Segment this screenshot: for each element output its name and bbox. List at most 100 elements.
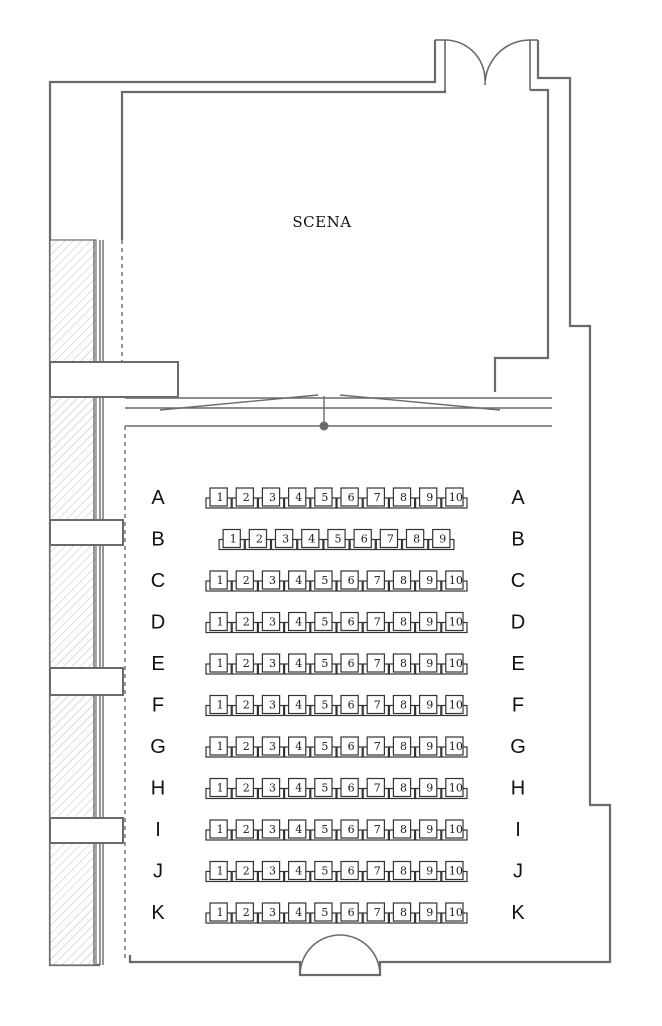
seat[interactable]: 6	[336, 777, 363, 800]
seat[interactable]: 7	[362, 902, 390, 924]
seat[interactable]: 8	[388, 570, 416, 592]
seat[interactable]: 1	[205, 902, 232, 924]
seat[interactable]: 4	[284, 487, 311, 509]
seat[interactable]: 6	[336, 653, 363, 675]
seat[interactable]: 10	[441, 694, 468, 717]
seat[interactable]: 5	[310, 736, 337, 758]
seat[interactable]: 9	[415, 736, 442, 758]
seat[interactable]: 5	[310, 611, 337, 634]
seat[interactable]: 4	[297, 528, 324, 551]
seat[interactable]: 1	[205, 487, 232, 509]
seat[interactable]: 6	[336, 902, 363, 924]
seat[interactable]: 8	[388, 694, 416, 717]
seat[interactable]: 6	[336, 611, 363, 634]
seat[interactable]: 8	[388, 777, 416, 800]
seat[interactable]: 1	[205, 694, 232, 717]
seat[interactable]: 2	[231, 653, 258, 675]
seat[interactable]: 6	[336, 694, 363, 717]
seat[interactable]: 7	[362, 694, 390, 717]
seat[interactable]: 9	[415, 819, 442, 841]
seat[interactable]: 7	[362, 487, 390, 509]
seat[interactable]: 10	[441, 570, 468, 592]
seat[interactable]: 2	[244, 528, 272, 551]
seat[interactable]: 2	[231, 777, 258, 800]
seat[interactable]: 3	[257, 777, 285, 800]
seat[interactable]: 4	[284, 570, 311, 592]
seat[interactable]: 2	[231, 736, 258, 758]
seat[interactable]: 6	[336, 487, 363, 509]
seat[interactable]: 10	[441, 653, 468, 675]
seat[interactable]: 7	[362, 653, 390, 675]
seat[interactable]: 5	[310, 487, 337, 509]
seat[interactable]: 1	[205, 653, 232, 675]
seat[interactable]: 3	[257, 694, 285, 717]
seat[interactable]: 1	[205, 570, 232, 592]
seat[interactable]: 8	[401, 528, 429, 551]
seat[interactable]: 6	[336, 570, 363, 592]
seat[interactable]: 7	[362, 736, 390, 758]
seat[interactable]: 5	[310, 860, 337, 883]
seat[interactable]: 9	[415, 487, 442, 509]
seat[interactable]: 2	[231, 902, 258, 924]
seat[interactable]: 1	[205, 611, 232, 634]
seat[interactable]: 6	[336, 736, 363, 758]
seat[interactable]: 3	[257, 902, 285, 924]
seat[interactable]: 9	[415, 611, 442, 634]
seat[interactable]: 10	[441, 611, 468, 634]
seat[interactable]: 2	[231, 819, 258, 841]
seat[interactable]: 1	[205, 860, 232, 883]
seat[interactable]: 9	[415, 777, 442, 800]
seat[interactable]: 9	[415, 902, 442, 924]
seat[interactable]: 4	[284, 736, 311, 758]
seat[interactable]: 9	[415, 570, 442, 592]
seat[interactable]: 9	[415, 694, 442, 717]
seat[interactable]: 8	[388, 653, 416, 675]
seat[interactable]: 3	[257, 736, 285, 758]
seat[interactable]: 4	[284, 819, 311, 841]
seat[interactable]: 10	[441, 902, 468, 924]
seat[interactable]: 2	[231, 570, 258, 592]
seat[interactable]: 7	[362, 860, 390, 883]
seat[interactable]: 7	[362, 570, 390, 592]
seat[interactable]: 8	[388, 860, 416, 883]
seat[interactable]: 2	[231, 487, 258, 509]
seat[interactable]: 5	[323, 528, 350, 551]
seat[interactable]: 3	[257, 819, 285, 841]
seat[interactable]: 3	[257, 653, 285, 675]
seat[interactable]: 4	[284, 860, 311, 883]
seat[interactable]: 7	[375, 528, 403, 551]
seat[interactable]: 9	[415, 653, 442, 675]
seat[interactable]: 10	[441, 860, 468, 883]
seat[interactable]: 5	[310, 570, 337, 592]
seat[interactable]: 5	[310, 819, 337, 841]
seat[interactable]: 2	[231, 860, 258, 883]
seat[interactable]: 9	[428, 528, 455, 551]
seat[interactable]: 10	[441, 736, 468, 758]
seat[interactable]: 2	[231, 694, 258, 717]
seat[interactable]: 5	[310, 653, 337, 675]
seat[interactable]: 8	[388, 611, 416, 634]
seat[interactable]: 8	[388, 902, 416, 924]
seat[interactable]: 1	[205, 819, 232, 841]
bottom-entrance-door[interactable]	[299, 934, 381, 976]
seat[interactable]: 3	[257, 487, 285, 509]
seat[interactable]: 3	[257, 860, 285, 883]
seat[interactable]: 10	[441, 777, 468, 800]
seat[interactable]: 8	[388, 819, 416, 841]
seat[interactable]: 1	[205, 777, 232, 800]
seat[interactable]: 9	[415, 860, 442, 883]
seat[interactable]: 8	[388, 736, 416, 758]
seat[interactable]: 4	[284, 653, 311, 675]
seat[interactable]: 6	[349, 528, 376, 551]
seat[interactable]: 3	[257, 611, 285, 634]
seat[interactable]: 5	[310, 777, 337, 800]
seat[interactable]: 7	[362, 777, 390, 800]
seat[interactable]: 10	[441, 487, 468, 509]
seat[interactable]: 1	[205, 736, 232, 758]
seat[interactable]: 6	[336, 819, 363, 841]
seat[interactable]: 4	[284, 777, 311, 800]
seat[interactable]: 3	[257, 570, 285, 592]
seat[interactable]: 4	[284, 902, 311, 924]
top-entrance-door[interactable]	[444, 39, 531, 86]
seat[interactable]: 4	[284, 611, 311, 634]
